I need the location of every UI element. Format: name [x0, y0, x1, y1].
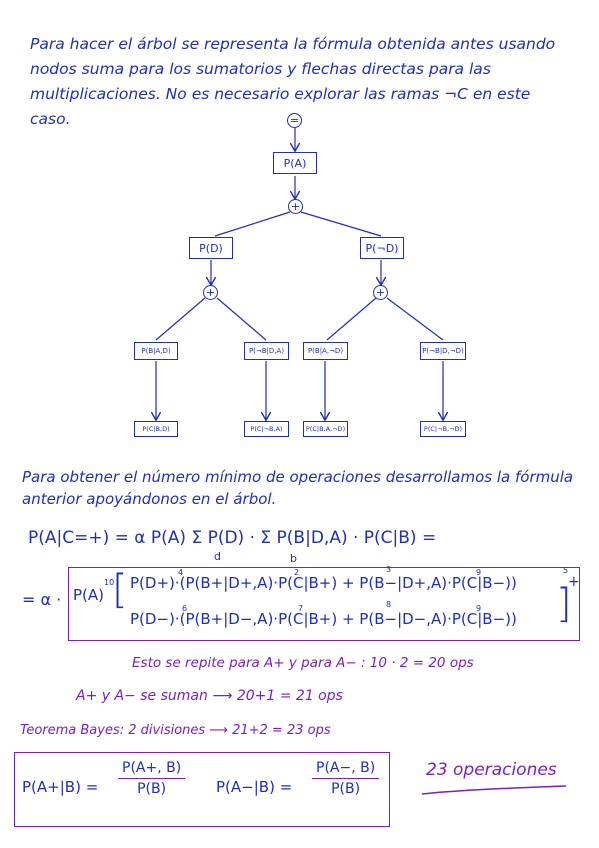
- bayes-left-lhs: P(A+|B) =: [22, 778, 99, 796]
- bayes-note: Teorema Bayes: 2 divisiones ⟶ 21+2 = 23 …: [20, 723, 331, 738]
- intro-line: caso.: [30, 110, 71, 128]
- bayes-right-lhs: P(A−|B) =: [216, 778, 293, 796]
- bayes-box: [14, 752, 390, 827]
- expanded-line-1: P(D+)·(P(B+|D+,A)·P(C|B+) + P(B−|D+,A)·P…: [130, 574, 517, 592]
- result-text: 23 operaciones: [426, 760, 557, 780]
- bracket-left: [: [112, 567, 128, 613]
- op-count: 4: [178, 568, 184, 577]
- op-count: 5: [563, 566, 569, 575]
- node-p-not-d: P(¬D): [360, 237, 404, 259]
- op-plus: +: [568, 574, 580, 590]
- expanded-line-2: P(D−)·(P(B+|D−,A)·P(C|B+) + P(B−|D−,A)·P…: [130, 610, 517, 628]
- leaf-c-given-not-b-not-d: P(C|¬B,¬D): [420, 421, 466, 437]
- bayes-right-denominator: P(B): [331, 781, 361, 797]
- bayes-right-fraction: P(A−, B) P(B): [312, 760, 380, 797]
- op-count: 3: [386, 565, 392, 574]
- op-count: 8: [386, 600, 392, 609]
- bracket-right: ]: [556, 581, 572, 627]
- leaf-c-given-b: P(C|B,D): [134, 421, 178, 437]
- formula-main: P(A|C=+) = α P(A) Σ P(D) · Σ P(B|D,A) · …: [28, 528, 437, 548]
- intro-line: Para hacer el árbol se representa la fór…: [30, 35, 556, 53]
- op-count: 6: [182, 604, 188, 613]
- sum-index-b: b: [290, 552, 297, 565]
- op-count: 7: [298, 604, 304, 613]
- second-paragraph-line: Para obtener el número mínimo de operaci…: [22, 468, 574, 486]
- sum-note: A+ y A− se suman ⟶ 20+1 = 21 ops: [76, 688, 343, 704]
- bayes-left-denominator: P(B): [137, 781, 167, 797]
- intro-paragraph: Para hacer el árbol se representa la fór…: [30, 32, 555, 132]
- sum-node-b-right: +: [373, 285, 388, 300]
- sum-index-d: d: [214, 550, 221, 563]
- leaf-c-given-not-b: P(C|¬B,A): [244, 421, 289, 437]
- second-paragraph: Para obtener el número mínimo de operaci…: [22, 466, 573, 510]
- result-underline: [421, 785, 567, 795]
- node-not-b-given-not-d: P(¬B|D,¬D): [420, 342, 466, 360]
- bayes-right-numerator: P(A−, B): [312, 760, 380, 779]
- intro-line: multiplicaciones. No es necesario explor…: [30, 85, 531, 103]
- sum-node-b-left: +: [203, 285, 218, 300]
- leaf-c-given-b-not-d: P(C|B,A,¬D): [303, 421, 348, 437]
- op-count: 9: [476, 604, 482, 613]
- second-paragraph-line: anterior apoyándonos en el árbol.: [22, 490, 277, 508]
- node-p-a: P(A): [273, 152, 317, 174]
- node-p-d: P(D): [189, 237, 233, 259]
- node-not-b-given-d-a: P(¬B|D,A): [244, 342, 289, 360]
- op-count: 9: [476, 568, 482, 577]
- bayes-left-numerator: P(A+, B): [118, 760, 186, 779]
- expanded-prefix: = α ·: [22, 590, 62, 609]
- repeat-note: Esto se repite para A+ y para A− : 10 · …: [132, 655, 474, 671]
- expanded-box: [68, 567, 580, 641]
- node-b-given-d-a: P(B|A,D): [134, 342, 178, 360]
- op-count: 2: [294, 568, 300, 577]
- sum-node-d: +: [288, 199, 303, 214]
- exp-ops-10: 10: [104, 578, 115, 587]
- root-equals-node: =: [287, 113, 302, 128]
- bayes-left-fraction: P(A+, B) P(B): [118, 760, 186, 797]
- expanded-pa: P(A): [73, 586, 105, 604]
- node-b-given-a-not-d: P(B|A,¬D): [303, 342, 348, 360]
- intro-line: nodos suma para los sumatorios y flechas…: [30, 60, 491, 78]
